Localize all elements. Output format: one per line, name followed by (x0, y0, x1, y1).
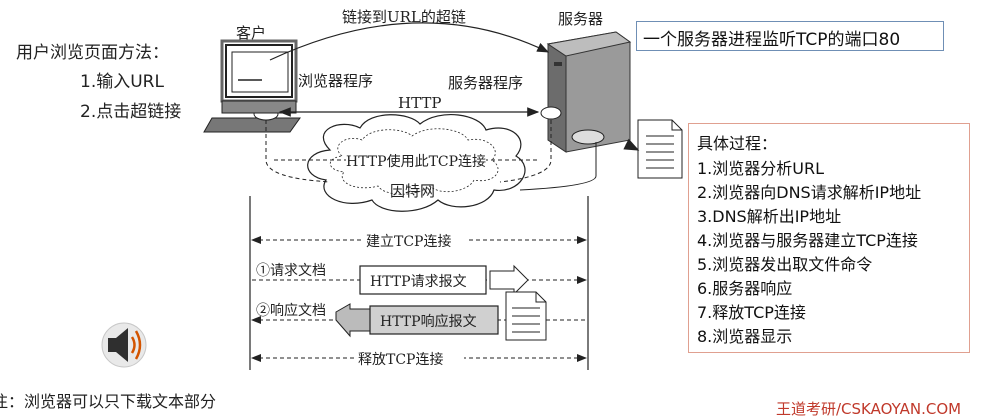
method-title: 用户浏览页面方法： (16, 43, 169, 63)
browser-program-label: 浏览器程序 (298, 72, 374, 90)
watermark: 王道考研/CSKAOYAN.COM (776, 400, 962, 418)
process-step-7: 7.释放TCP连接 (697, 303, 806, 322)
process-step-4: 4.浏览器与服务器建立TCP连接 (697, 231, 918, 250)
internet-label: 因特网 (390, 182, 436, 200)
process-title: 具体过程： (697, 134, 778, 153)
client-computer-icon (203, 39, 301, 133)
server-tower-icon (540, 31, 632, 153)
http-label: HTTP (398, 94, 442, 112)
client-label: 客户 (236, 24, 267, 42)
process-step-3: 3.DNS解析出IP地址 (697, 207, 842, 226)
document-icon (637, 119, 683, 179)
response-document-icon (505, 291, 547, 341)
process-steps-box: 具体过程： 1.浏览器分析URL 2.浏览器向DNS请求解析IP地址 3.DNS… (688, 123, 970, 353)
response-doc-label: ②响应文档 (256, 303, 326, 319)
method-item-2: 2.点击超链接 (80, 102, 182, 122)
method-item-1: 1.输入URL (80, 72, 164, 92)
server-program-label: 服务器程序 (448, 74, 524, 92)
release-tcp-label: 释放TCP连接 (358, 352, 444, 368)
server-port-info-box: 一个服务器进程监听TCP的端口80 (636, 21, 944, 51)
response-message-label: HTTP响应报文 (380, 314, 477, 330)
request-message-label: HTTP请求报文 (370, 274, 467, 290)
process-step-6: 6.服务器响应 (697, 279, 793, 298)
process-step-5: 5.浏览器发出取文件命令 (697, 255, 873, 274)
request-doc-label: ①请求文档 (256, 263, 326, 279)
process-step-2: 2.浏览器向DNS请求解析IP地址 (697, 183, 922, 202)
server-port-info: 一个服务器进程监听TCP的端口80 (643, 30, 901, 50)
speaker-icon[interactable] (101, 322, 147, 368)
process-step-1: 1.浏览器分析URL (697, 159, 825, 178)
tcp-connection-label: HTTP使用此TCP连接 (346, 151, 487, 171)
establish-tcp-label: 建立TCP连接 (366, 234, 452, 250)
hyperlink-label: 链接到URL的超链 (342, 8, 466, 26)
bottom-note: 注：浏览器可以只下载文本部分 (0, 392, 217, 411)
process-step-8: 8.浏览器显示 (697, 327, 793, 346)
server-label: 服务器 (558, 10, 604, 28)
